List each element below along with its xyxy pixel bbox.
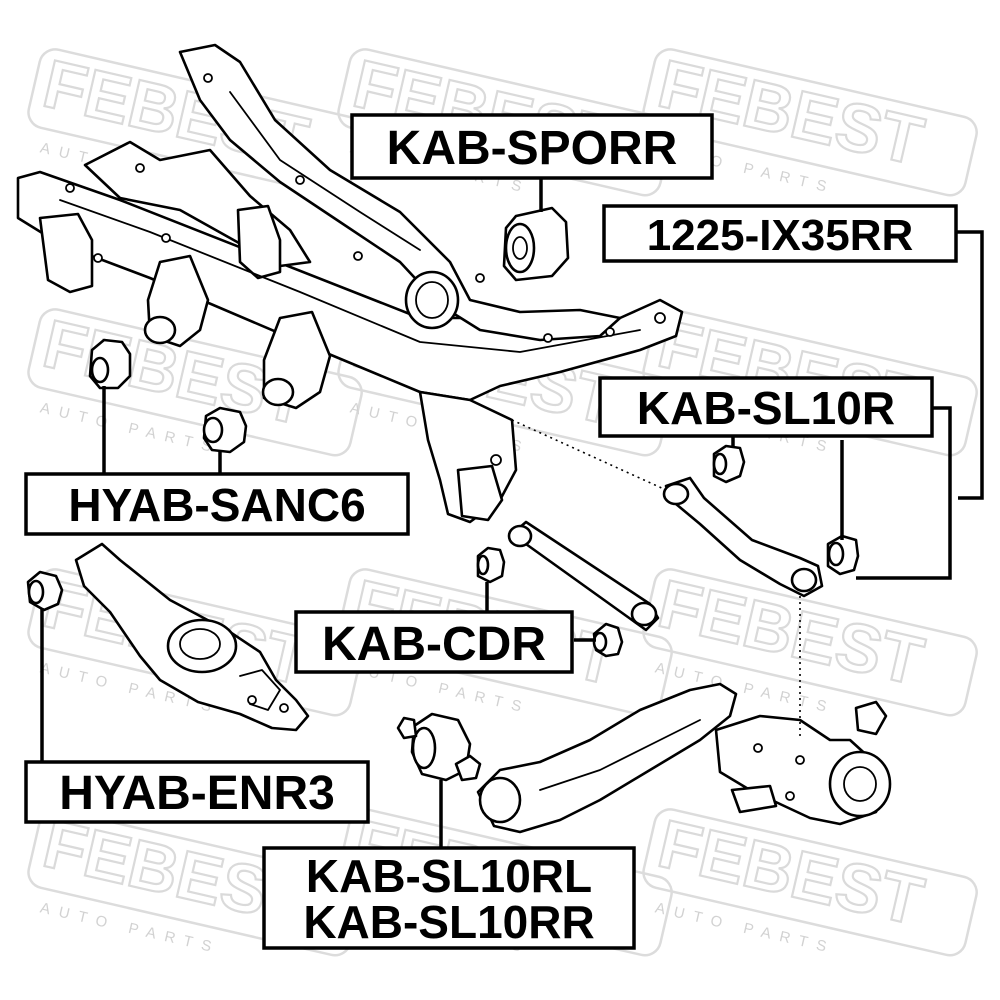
bushing-kab-cdr-left [476,546,506,584]
lower-control-arm [74,542,310,732]
label-hyab-sanc6: HYAB-SANC6 [24,472,410,536]
trailing-arm [476,682,892,834]
label-kab-sl10r: KAB-SL10R [598,376,934,438]
bushing-hyab-sanc6-lower [202,406,248,454]
tie-rod [507,520,660,632]
label-1225-ix35rr-text: 1225-IX35RR [647,211,914,260]
label-hyab-enr3: HYAB-ENR3 [24,760,370,824]
bushing-hyab-sanc6-upper [88,338,132,390]
bushing-kab-cdr-right [592,622,624,658]
label-kab-cdr-text: KAB-CDR [322,618,546,671]
label-kab-sl10rr-text: KAB-SL10RR [303,896,594,948]
connection-lines [511,419,801,738]
label-kab-sl10rl-rr: KAB-SL10RL KAB-SL10RR [262,846,636,950]
label-kab-sl10r-text: KAB-SL10R [637,382,895,434]
watermark: FEBEST AUTO PARTS [642,804,978,957]
bushing-hyab-enr3 [26,570,64,612]
label-hyab-sanc6-text: HYAB-SANC6 [68,479,365,531]
label-kab-sporr: KAB-SPORR [350,113,714,180]
bushing-kab-sl10r-lower [826,534,860,576]
label-hyab-enr3-text: HYAB-ENR3 [59,767,335,820]
label-kab-cdr: KAB-CDR [294,610,574,674]
upper-arm [662,476,824,598]
leader-lines [40,178,984,848]
bushing-kab-sporr [502,206,570,282]
label-1225-ix35rr: 1225-IX35RR [602,204,958,263]
label-kab-sporr-text: KAB-SPORR [387,122,678,175]
label-kab-sl10rl-text: KAB-SL10RL [306,850,592,902]
bushing-kab-sl10rl-rr [396,712,482,782]
rear-subframe [16,43,684,524]
bushing-kab-sl10r-upper [712,444,746,484]
